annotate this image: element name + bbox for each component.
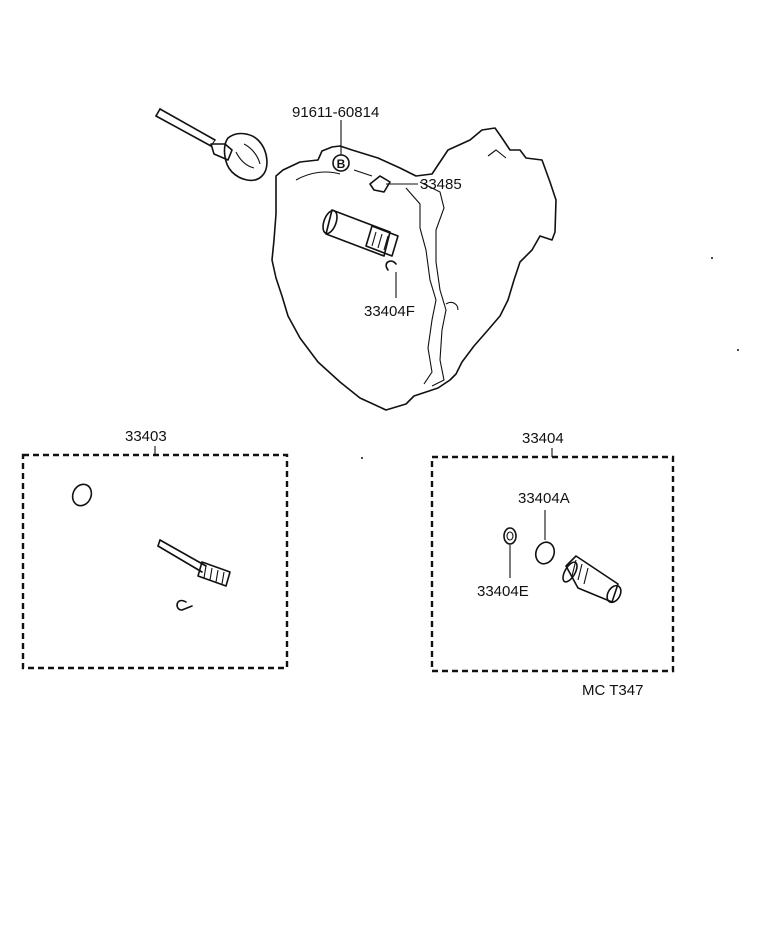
clip-left-kit — [176, 599, 193, 611]
speedometer-cable — [155, 108, 268, 182]
kit-box-33404 — [430, 455, 675, 673]
driven-gear-housing — [322, 209, 399, 257]
oring-a — [534, 541, 556, 565]
transaxle-case — [271, 127, 557, 411]
driven-gear-sleeve — [562, 555, 622, 604]
lock-plate — [369, 175, 391, 193]
stray-dot — [737, 349, 739, 351]
snap-ring-in-case — [385, 260, 397, 271]
kit-box-33403 — [21, 453, 289, 670]
bolt-marker: B — [337, 157, 346, 171]
label-bolt: 91611-60814 — [292, 104, 379, 121]
stray-dot — [361, 457, 363, 459]
label-lock-plate: 33485 — [420, 176, 462, 193]
figure-code: MC T347 — [582, 682, 643, 699]
label-oring-top: 33404F — [364, 303, 415, 320]
driven-gear-shaft — [157, 539, 231, 587]
label-kit-right: 33404 — [522, 430, 564, 447]
stray-dot — [711, 257, 713, 259]
oring-left-kit — [71, 483, 93, 507]
label-oring-a: 33404A — [518, 490, 570, 507]
label-kit-left: 33403 — [125, 428, 167, 445]
part-e-bushing — [503, 527, 517, 545]
label-part-e: 33404E — [477, 583, 529, 600]
